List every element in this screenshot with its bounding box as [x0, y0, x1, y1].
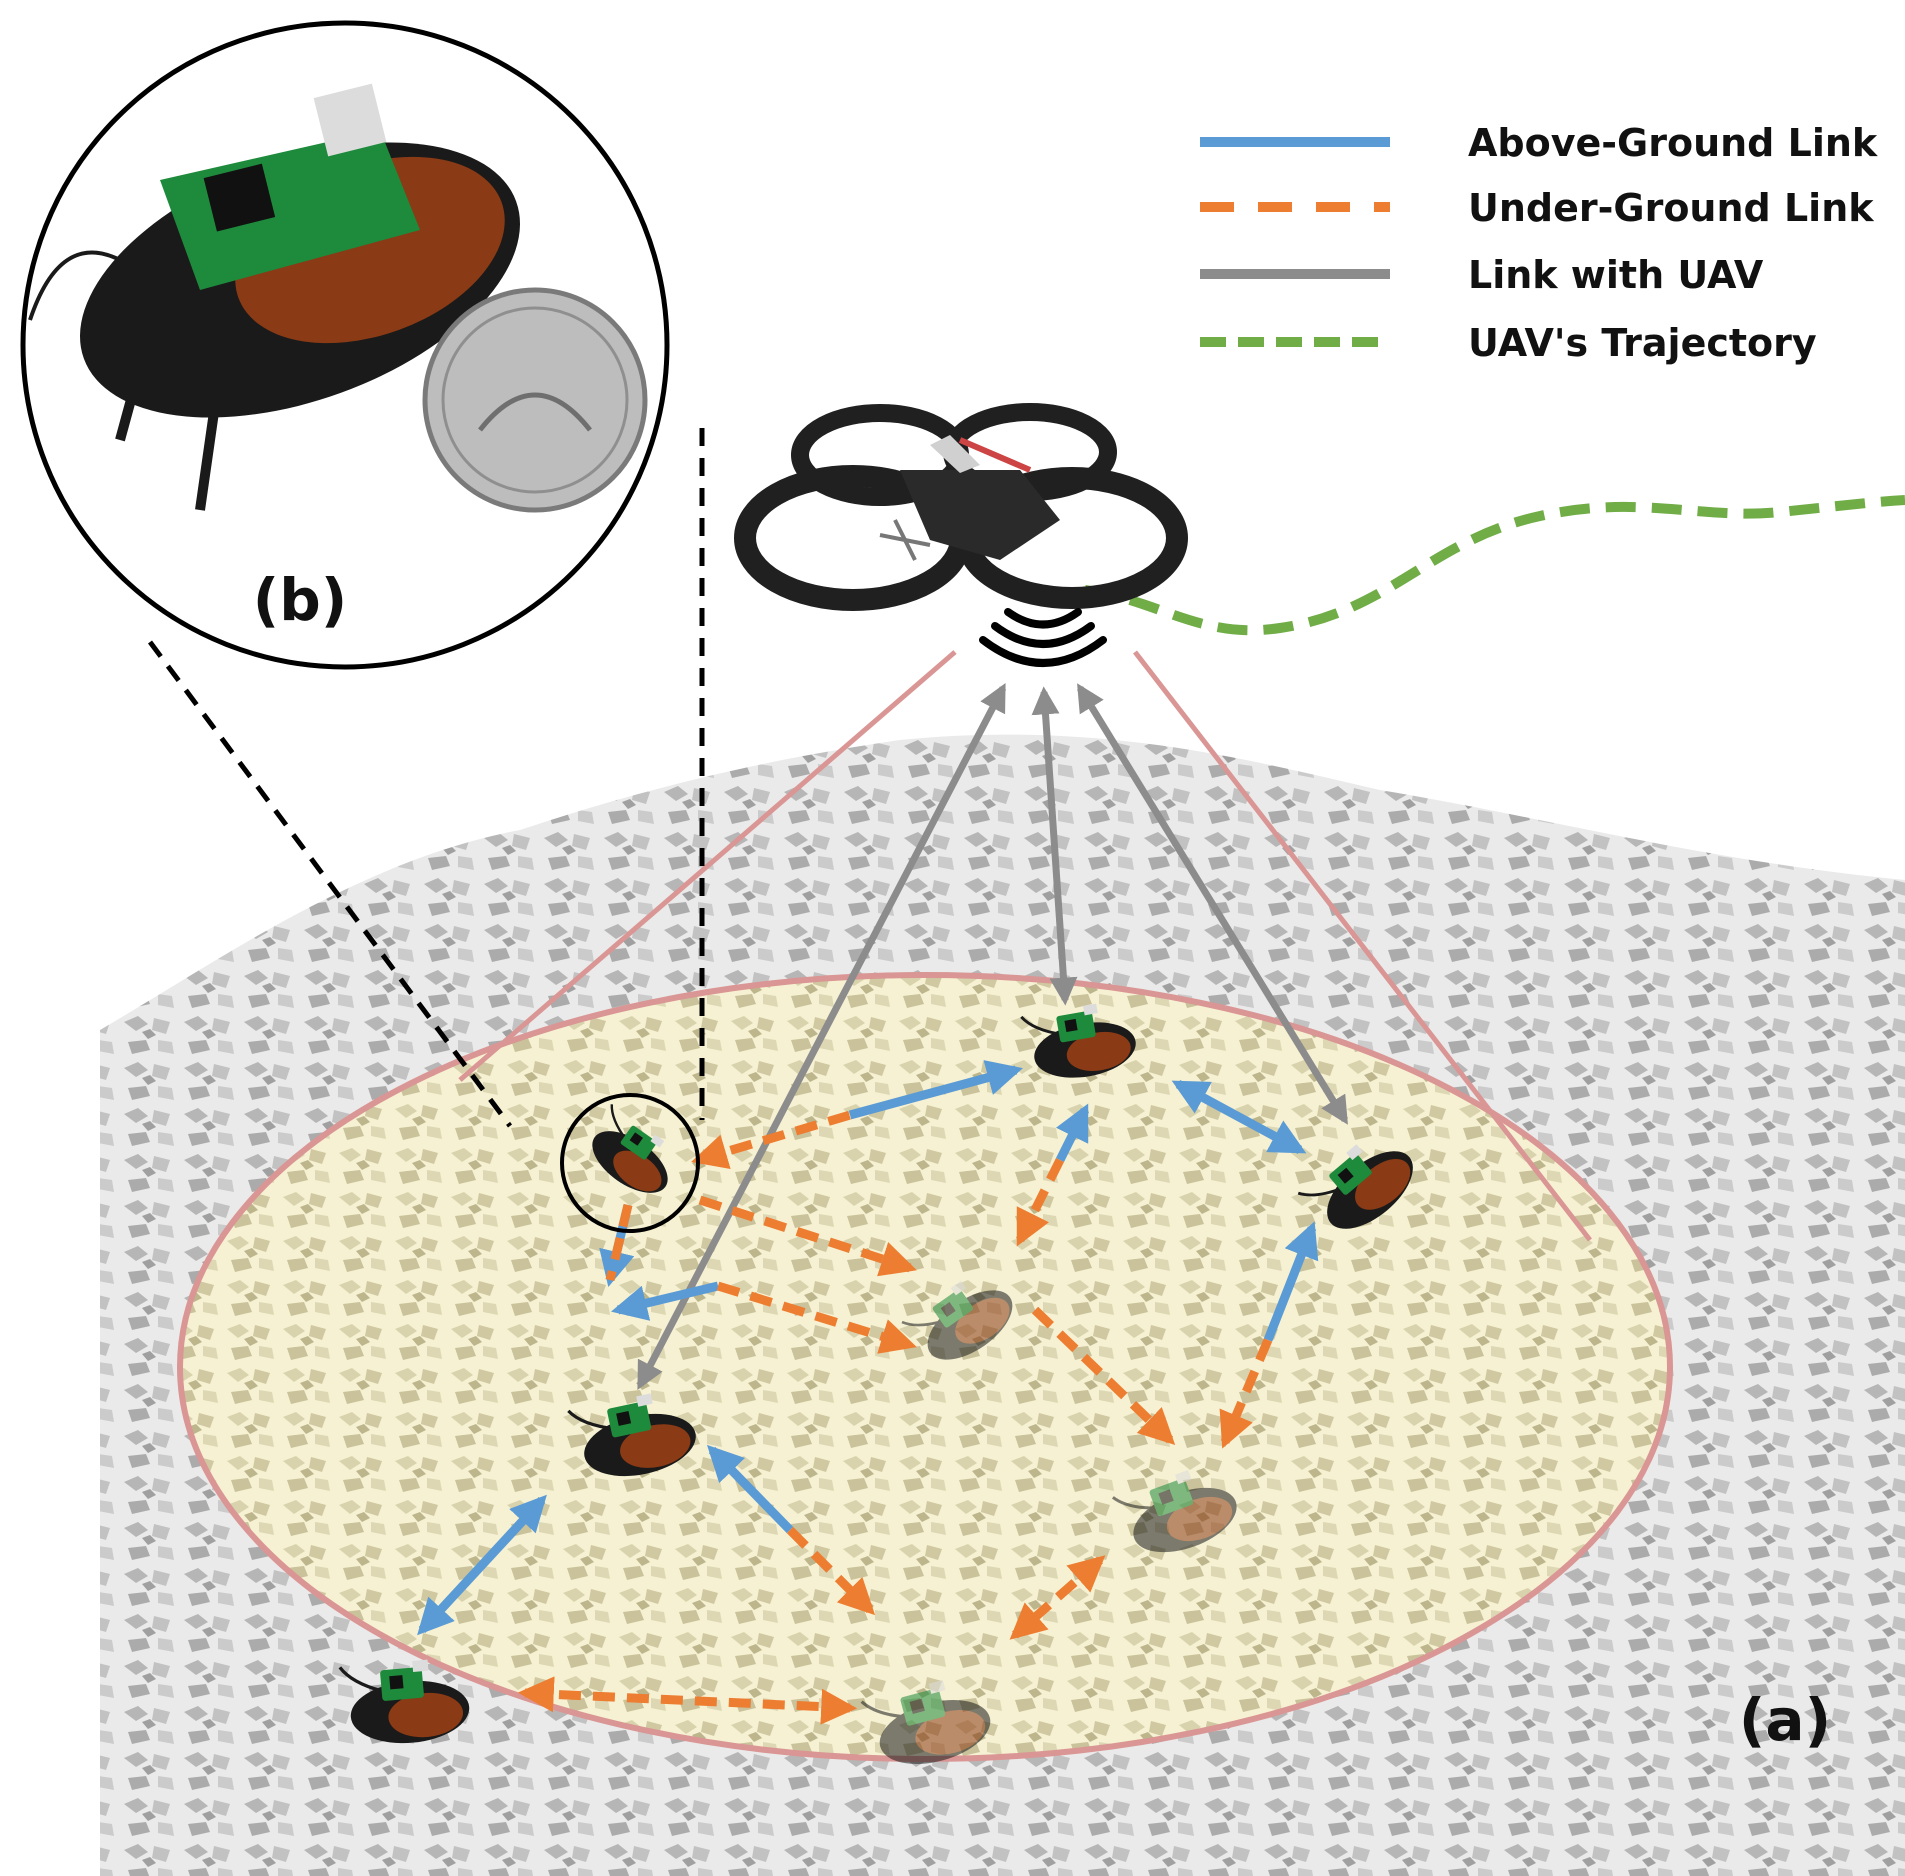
wireless-signal-icon: [979, 608, 1107, 667]
under-ground-link: [1031, 1306, 1176, 1445]
under-ground-link: [691, 1110, 852, 1170]
under-ground-link: [786, 1526, 876, 1616]
quadcopter-drone-icon: [734, 403, 1188, 611]
under-ground-link: [1015, 1157, 1065, 1247]
main-panel-label: (a): [1739, 1686, 1831, 1754]
inset-panel: [20, 20, 670, 670]
zoom-circle: [560, 1093, 700, 1233]
above-ground-link: [1263, 1221, 1319, 1342]
inset-panel-label: (b): [253, 566, 348, 634]
legend-label-trajectory: UAV's Trajectory: [1468, 321, 1817, 365]
under-ground-link: [605, 1203, 633, 1282]
coin-icon: [422, 287, 648, 513]
under-ground-link: [1009, 1555, 1106, 1640]
above-ground-link: [1171, 1080, 1307, 1154]
under-ground-link: [517, 1676, 858, 1725]
uav-link-1: [636, 683, 1007, 1390]
above-ground-link: [848, 1060, 1023, 1120]
under-ground-link: [698, 1195, 917, 1277]
legend: Above-Ground Link Under-Ground Link Link…: [1200, 121, 1878, 365]
above-ground-link: [610, 1281, 720, 1321]
above-ground-link: [706, 1444, 794, 1534]
above-ground-link: [1055, 1103, 1090, 1163]
above-ground-link: [417, 1494, 547, 1636]
under-ground-link: [1219, 1338, 1273, 1449]
uav-trajectory: [1084, 495, 1905, 636]
legend-label-above-ground: Above-Ground Link: [1468, 121, 1878, 165]
zoom-line-left: [147, 640, 513, 1128]
legend-label-uav-link: Link with UAV: [1468, 253, 1764, 297]
uav-link-3: [1077, 683, 1348, 1125]
uav-link-2: [1031, 686, 1078, 1006]
legend-label-under-ground: Under-Ground Link: [1468, 186, 1874, 230]
cyborg-cockroach-icon: [28, 83, 520, 511]
